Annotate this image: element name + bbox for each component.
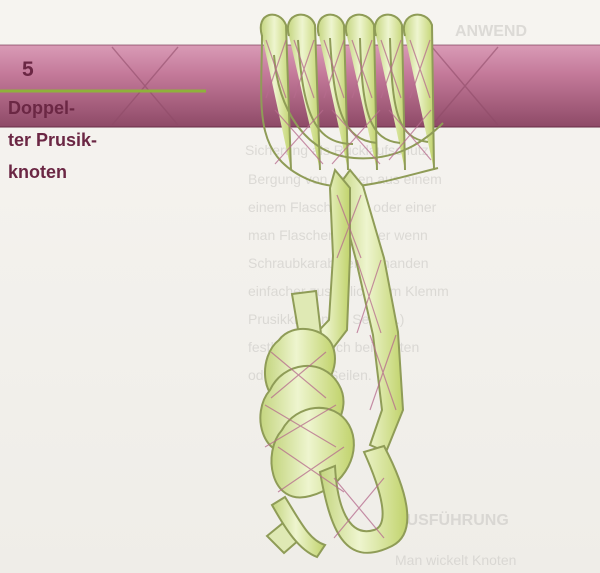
svg-text:AUSFÜHRUNG: AUSFÜHRUNG	[395, 510, 509, 529]
svg-text:Man wickelt Knoten: Man wickelt Knoten	[395, 552, 516, 568]
title-line-2: ter Prusik-	[8, 124, 128, 156]
figure-label: 5 Doppel- ter Prusik- knoten	[8, 58, 128, 188]
title-line-3: knoten	[8, 156, 128, 188]
step-number: 5	[8, 58, 128, 82]
svg-text:ANWEND: ANWEND	[455, 23, 527, 40]
title-line-1: Doppel-	[8, 92, 128, 124]
